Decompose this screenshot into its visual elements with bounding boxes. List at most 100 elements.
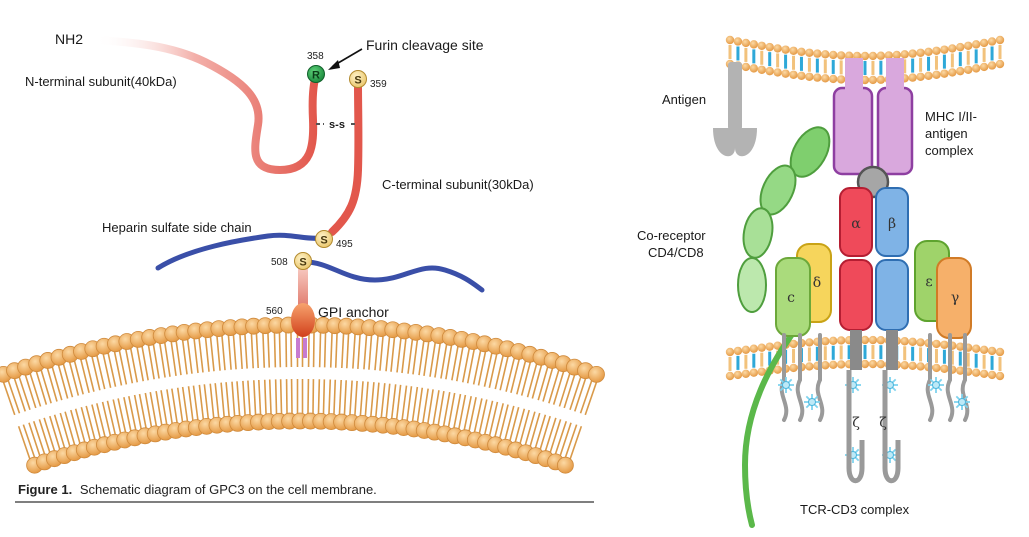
lipid-tail xyxy=(374,382,380,419)
cell-membrane-left xyxy=(0,316,605,474)
lipid-tail xyxy=(768,351,772,366)
lipid-tail xyxy=(244,332,248,369)
lipid-tail xyxy=(434,341,442,378)
lipid-tail xyxy=(53,414,66,450)
lipid-tail xyxy=(942,54,946,69)
c-label: c xyxy=(787,290,795,306)
lipid-tail xyxy=(46,366,58,402)
lipid-tail xyxy=(442,391,451,428)
lipid-head-icon xyxy=(900,361,909,370)
lipid-tail xyxy=(68,360,80,396)
lipid-head-icon xyxy=(956,66,965,76)
lipid-head-icon xyxy=(821,50,830,59)
lipid-tail xyxy=(236,381,241,418)
lipid-head-icon xyxy=(956,366,965,375)
lipid-head-icon xyxy=(876,75,886,84)
lipid-tail xyxy=(508,407,520,443)
lipid-tail xyxy=(51,365,63,401)
lipid-head-icon xyxy=(725,371,735,381)
lipid-tail xyxy=(429,341,437,377)
lipid-tail xyxy=(140,344,149,381)
lipid-head-icon xyxy=(868,335,878,345)
lipid-tail xyxy=(447,392,456,429)
r358-residue-icon xyxy=(307,65,325,83)
lipid-tail xyxy=(998,357,1002,371)
gpi-stem xyxy=(298,268,308,308)
lipid-tail xyxy=(863,61,867,75)
lipid-head-icon xyxy=(773,68,782,77)
lipid-head-icon xyxy=(876,336,886,345)
s359-number: 359 xyxy=(370,79,387,90)
lipid-tail xyxy=(815,346,819,361)
lipid-tail xyxy=(473,398,483,434)
lipid-tail xyxy=(232,333,237,370)
lipid-tail xyxy=(90,355,101,391)
lipid-tail xyxy=(85,405,97,442)
lipid-tail xyxy=(950,53,954,68)
lipid-tail xyxy=(96,403,107,439)
lipid-tail xyxy=(871,60,875,75)
lipid-tail xyxy=(510,357,521,394)
lipid-tail xyxy=(198,336,204,373)
lipid-head-icon xyxy=(860,359,870,369)
lipid-tail xyxy=(323,331,327,368)
lipid-tail xyxy=(262,331,266,368)
lipid-head-icon xyxy=(987,37,997,46)
lipid-tail xyxy=(554,420,568,456)
lipid-tail xyxy=(155,390,163,427)
gpc3-diagram: s-s R 358 S 359 S 495 S 508 NH2 N- xyxy=(0,31,605,503)
lipid-tail xyxy=(181,386,189,423)
coreceptor-label-line1: Co-receptor xyxy=(637,228,706,243)
lipid-tail xyxy=(204,335,210,372)
lipid-tail xyxy=(95,353,106,390)
c-terminal-chain xyxy=(328,80,363,236)
lipid-tail xyxy=(549,419,562,454)
lipid-tail xyxy=(584,380,598,416)
lipid-tail xyxy=(526,362,538,398)
lipid-tail xyxy=(950,350,954,365)
lipid-tail xyxy=(22,424,36,459)
cd3-epsilon-left xyxy=(775,243,832,337)
lipid-head-icon xyxy=(749,40,759,49)
figure-caption: Figure 1. Schematic diagram of GPC3 on t… xyxy=(15,482,594,503)
lipid-head-icon xyxy=(892,50,901,60)
tcr-beta xyxy=(875,187,909,370)
lipid-tail xyxy=(548,368,560,404)
lipid-tail xyxy=(390,384,397,421)
s495-residue-icon xyxy=(315,230,333,248)
lipid-tail xyxy=(990,355,994,370)
lipid-tail xyxy=(338,379,342,416)
lipid-tail xyxy=(493,403,504,439)
lipid-tail xyxy=(333,379,337,416)
lipid-tail xyxy=(524,411,536,447)
lipid-tail xyxy=(494,353,505,390)
lipid-tail xyxy=(911,58,915,73)
lipid-tail xyxy=(112,399,122,435)
lipid-tail xyxy=(187,386,194,423)
lipid-head-icon xyxy=(956,42,965,52)
lipid-tail xyxy=(463,396,472,432)
lipid-tail xyxy=(559,422,572,458)
lipid-tail xyxy=(401,337,407,374)
lipid-head-icon xyxy=(789,46,798,55)
lipid-tail xyxy=(163,341,171,377)
lipid-tail xyxy=(160,390,168,426)
lipid-tail xyxy=(752,49,756,64)
lipid-tail xyxy=(334,331,338,368)
lipid-tail xyxy=(516,359,527,395)
lipid-tail xyxy=(193,337,199,374)
lipid-head-icon xyxy=(749,64,759,73)
lipid-tail xyxy=(958,52,962,67)
cytoplasmic-tails xyxy=(779,333,970,422)
lipid-head-icon xyxy=(789,70,798,79)
lipid-tail xyxy=(138,393,148,430)
lipid-tail xyxy=(123,397,132,433)
lipid-tail xyxy=(17,426,32,461)
lipid-tail xyxy=(736,355,740,370)
lipid-tail xyxy=(198,384,205,421)
lipid-head-icon xyxy=(900,50,909,59)
lipid-tail xyxy=(354,380,358,417)
epsilon-label: ε xyxy=(925,274,932,290)
lipid-tail xyxy=(40,368,52,404)
cd3-tail xyxy=(779,333,789,422)
